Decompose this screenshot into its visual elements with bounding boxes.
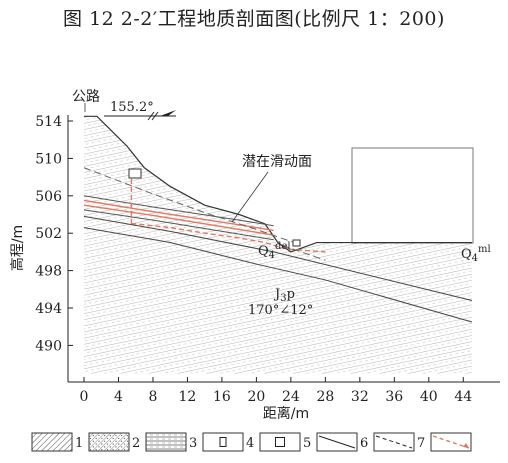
bedrock-boundary-lower — [83, 227, 473, 323]
legend-number: 1 — [75, 436, 83, 451]
legend-item: 2 — [88, 432, 140, 452]
y-tick-label: 502 — [35, 226, 62, 242]
drain-symbol — [292, 239, 301, 247]
x-tick-label: 8 — [148, 389, 157, 405]
strata-line-4 — [83, 195, 274, 227]
legend-number: 5 — [303, 436, 311, 451]
legend-number: 3 — [189, 436, 197, 451]
legend-item: 7 — [373, 432, 425, 452]
y-tick-label: 498 — [35, 264, 62, 280]
legend-item: 4 — [202, 432, 254, 452]
y-tick-label: 494 — [35, 301, 62, 317]
legend-number: 7 — [417, 436, 425, 451]
y-axis-title: 高程/m — [9, 225, 26, 271]
x-tick-label: 20 — [247, 389, 265, 405]
hatch-dense-swatch — [31, 432, 73, 452]
x-tick-label: 0 — [80, 389, 89, 405]
break-mark-icon — [147, 111, 159, 121]
strata-line-3 — [83, 199, 274, 232]
x-axis-title: 距离/m — [263, 405, 309, 422]
x-tick-label: 24 — [282, 389, 300, 405]
x-tick-label: 12 — [179, 389, 197, 405]
legend-number: 2 — [132, 436, 140, 451]
legend-item: 5 — [259, 432, 311, 452]
x-tick-label: 44 — [454, 389, 472, 405]
x-tick-label: 40 — [420, 389, 438, 405]
slip-surface-leader — [231, 171, 269, 223]
q4del-label: Q4del — [258, 241, 291, 261]
y-tick-label: 514 — [35, 114, 62, 130]
legend-number: 6 — [360, 436, 368, 451]
x-tick-label: 32 — [351, 389, 369, 405]
strata-line-2 — [83, 204, 274, 236]
legend-item — [430, 432, 472, 452]
bedrock-boundary-upper — [83, 215, 473, 302]
ditch-symbol — [128, 168, 142, 179]
strata-line-1 — [83, 209, 274, 241]
slip-surface-label: 潜在滑动面 — [242, 153, 312, 170]
legend-item: 1 — [31, 432, 83, 452]
y-tick-label: 510 — [35, 151, 62, 167]
x-tick-label: 28 — [316, 389, 334, 405]
slip-surface-line — [131, 223, 326, 253]
legend: 1 2 3 4 5 6 7 — [31, 432, 472, 452]
horizontal-lines-swatch — [145, 432, 187, 452]
bearing-label: 155.2° — [110, 100, 154, 115]
dashed-diagonal-line — [373, 432, 415, 452]
bearing-arrow-icon — [160, 110, 176, 116]
strata-label: J3p — [273, 287, 295, 304]
y-tick-label: 506 — [35, 189, 62, 205]
figure-title: 图 12 2-2′工程地质剖面图(比例尺 1：200) — [63, 8, 445, 30]
road-label: 公路 — [72, 89, 100, 105]
legend-number: 4 — [246, 436, 254, 451]
red-dashed-arrow — [430, 432, 472, 452]
x-tick-label: 16 — [213, 389, 231, 405]
x-tick-label: 4 — [114, 389, 123, 405]
y-tick-label: 490 — [35, 338, 62, 354]
legend-item: 6 — [316, 432, 368, 452]
x-tick-label: 36 — [385, 389, 403, 405]
water-table-dashed-line — [83, 167, 300, 245]
q4ml-label: Q4ml — [461, 244, 491, 264]
dip-label: 170°∠12° — [248, 303, 313, 318]
fill-contact-dashed-line — [282, 244, 326, 261]
hatch-dotted-swatch — [88, 432, 130, 452]
rock-mass-fill — [84, 116, 472, 374]
building-outline — [351, 147, 474, 244]
legend-item: 3 — [145, 432, 197, 452]
